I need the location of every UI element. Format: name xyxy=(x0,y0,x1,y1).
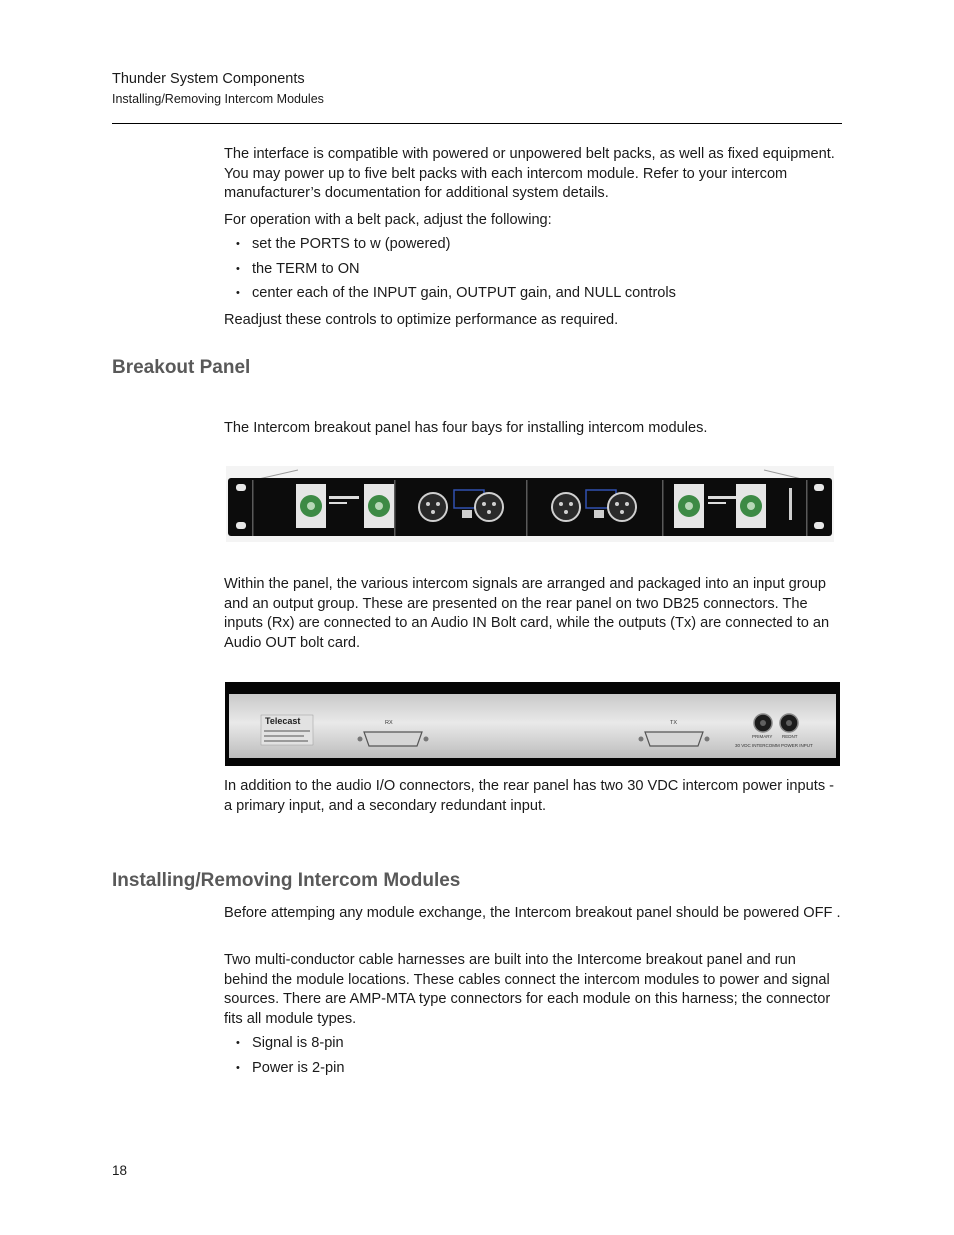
rear-panel-illustration xyxy=(229,694,836,758)
running-header-title: Thunder System Components xyxy=(112,71,305,87)
primary-label: PRIMARY xyxy=(752,734,773,739)
tx-label: TX xyxy=(670,720,678,726)
breakout-paragraph-3: In addition to the audio I/O connectors,… xyxy=(224,778,835,814)
intro-paragraph-2: For operation with a belt pack, adjust t… xyxy=(224,212,552,228)
installing-paragraph-2: Two multi-conductor cable harnesses are … xyxy=(224,952,831,1027)
breakout-panel-heading: Breakout Panel xyxy=(112,357,251,378)
redundant-label: REDNT xyxy=(782,734,798,739)
list-item: center each of the INPUT gain, OUTPUT ga… xyxy=(236,284,676,309)
rear-panel-photo: Telecast RX TX PRIMARY REDNT 30 VDC INTE… xyxy=(225,682,840,766)
running-header-subtitle: Installing/Removing Intercom Modules xyxy=(112,92,324,106)
installing-paragraph-1: Before attemping any module exchange, th… xyxy=(224,905,841,921)
brand-label: Telecast xyxy=(265,716,301,726)
adjust-list: set the PORTS to w (powered) the TERM to… xyxy=(236,235,676,309)
page-number: 18 xyxy=(112,1163,128,1178)
header-divider xyxy=(112,123,842,124)
breakout-paragraph-2: Within the panel, the various intercom s… xyxy=(224,576,830,651)
list-item: set the PORTS to w (powered) xyxy=(236,235,676,260)
list-item: Power is 2-pin xyxy=(236,1059,344,1084)
intro-paragraph-1: The interface is compatible with powered… xyxy=(224,146,835,202)
list-item: Signal is 8-pin xyxy=(236,1034,344,1059)
connector-list: Signal is 8-pin Power is 2-pin xyxy=(236,1034,344,1083)
power-input-label: 30 VDC INTERCOMM POWER INPUT xyxy=(735,743,813,748)
front-panel-illustration xyxy=(226,466,834,542)
intro-paragraph-3: Readjust these controls to optimize perf… xyxy=(224,312,619,328)
list-item: the TERM to ON xyxy=(236,260,676,285)
breakout-paragraph-1: The Intercom breakout panel has four bay… xyxy=(224,420,708,436)
rx-label: RX xyxy=(385,720,393,726)
installing-heading: Installing/Removing Intercom Modules xyxy=(112,870,461,891)
front-panel-photo xyxy=(226,466,834,542)
